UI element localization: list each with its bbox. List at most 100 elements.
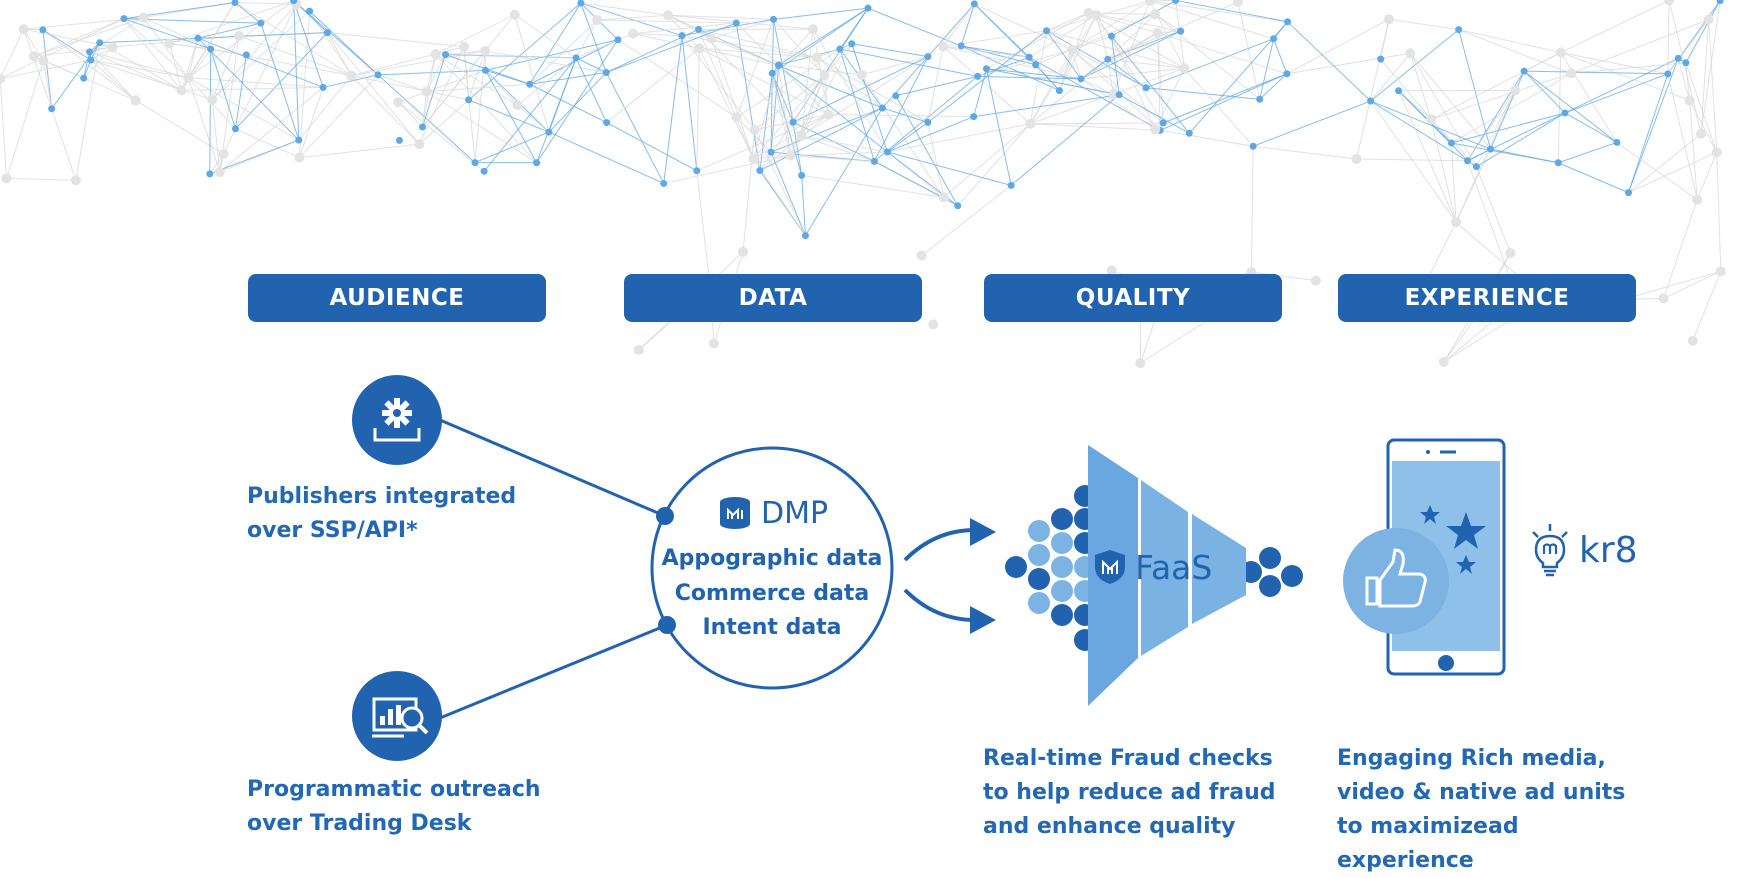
network-link bbox=[1160, 74, 1287, 131]
network-link bbox=[1155, 129, 1253, 146]
network-node bbox=[1145, 0, 1155, 6]
network-node bbox=[1160, 120, 1167, 127]
network-node bbox=[295, 137, 302, 144]
network-node bbox=[176, 85, 186, 95]
experience-caption: Engaging Rich media, video & native ad u… bbox=[1337, 742, 1625, 878]
network-node bbox=[1186, 130, 1193, 137]
network-node bbox=[419, 123, 426, 130]
network-node bbox=[482, 67, 489, 74]
curved-arrows bbox=[905, 518, 996, 634]
network-node bbox=[1108, 33, 1115, 40]
network-link bbox=[772, 19, 773, 73]
network-node bbox=[857, 70, 867, 80]
network-node bbox=[924, 53, 931, 60]
network-node bbox=[1692, 195, 1702, 205]
network-node bbox=[983, 65, 990, 72]
network-node bbox=[695, 26, 702, 33]
network-link bbox=[1669, 0, 1701, 133]
network-node bbox=[414, 139, 424, 149]
network-link bbox=[581, 3, 668, 15]
network-node bbox=[1377, 56, 1384, 63]
network-link bbox=[1558, 142, 1617, 162]
network-node bbox=[1685, 95, 1695, 105]
funnel-dot bbox=[1051, 604, 1073, 626]
network-node bbox=[1043, 27, 1050, 34]
network-link bbox=[1663, 271, 1720, 298]
network-node bbox=[1008, 182, 1015, 189]
network-link bbox=[188, 78, 299, 140]
network-node bbox=[1135, 358, 1145, 368]
network-link bbox=[576, 58, 607, 123]
network-node bbox=[917, 251, 927, 261]
kr8-logo-text: kr8 bbox=[1579, 530, 1638, 571]
network-link bbox=[210, 49, 211, 174]
programmatic-line1: Programmatic outreach bbox=[247, 773, 541, 807]
network-link bbox=[828, 114, 973, 116]
network-node bbox=[634, 345, 644, 355]
network-node bbox=[1451, 217, 1461, 227]
network-node bbox=[756, 167, 763, 174]
network-link bbox=[986, 69, 1011, 186]
quality-line3: and enhance quality bbox=[983, 810, 1276, 844]
network-link bbox=[423, 15, 515, 127]
network-link bbox=[1389, 19, 1459, 29]
network-node bbox=[375, 71, 382, 78]
network-node bbox=[1510, 85, 1520, 95]
network-link bbox=[755, 130, 806, 236]
network-node bbox=[1658, 293, 1668, 303]
network-link bbox=[1565, 74, 1668, 113]
network-link bbox=[327, 33, 464, 47]
network-link bbox=[790, 75, 824, 155]
network-node bbox=[1025, 119, 1035, 129]
network-node bbox=[1555, 159, 1562, 166]
experience-line3: to maximizead bbox=[1337, 810, 1625, 844]
database-icon bbox=[717, 495, 753, 531]
network-node bbox=[234, 31, 244, 41]
network-link bbox=[1108, 2, 1238, 59]
network-link bbox=[852, 44, 928, 57]
network-link bbox=[737, 19, 774, 117]
network-link bbox=[52, 109, 76, 181]
network-link bbox=[944, 124, 1031, 198]
network-node bbox=[1084, 8, 1094, 18]
network-node bbox=[1384, 14, 1394, 24]
phone-illustration bbox=[1343, 440, 1504, 674]
network-link bbox=[1381, 59, 1431, 119]
network-link bbox=[862, 75, 944, 197]
network-node bbox=[1395, 87, 1402, 94]
network-node bbox=[1150, 9, 1160, 19]
funnel-dot bbox=[1051, 580, 1073, 602]
network-node bbox=[1712, 147, 1722, 157]
network-node bbox=[165, 38, 175, 48]
network-node bbox=[421, 87, 431, 97]
network-node bbox=[1032, 61, 1039, 68]
network-node bbox=[768, 149, 775, 156]
network-node bbox=[1487, 146, 1494, 153]
network-node bbox=[1505, 248, 1515, 258]
network-node bbox=[1270, 35, 1277, 42]
network-link bbox=[1561, 0, 1669, 52]
network-link bbox=[91, 60, 136, 100]
connector-programmatic bbox=[440, 625, 667, 718]
network-link bbox=[1253, 146, 1356, 159]
network-link bbox=[1047, 13, 1089, 31]
network-link bbox=[1251, 146, 1253, 272]
network-link bbox=[1565, 113, 1617, 142]
network-node bbox=[924, 119, 931, 126]
funnel-dot bbox=[1051, 556, 1073, 578]
network-node bbox=[1177, 28, 1184, 35]
network-node bbox=[1566, 68, 1576, 78]
network-node bbox=[431, 49, 441, 59]
network-link bbox=[1030, 124, 1160, 131]
network-link bbox=[7, 178, 76, 180]
publishers-caption: Publishers integrated over SSP/API* bbox=[247, 480, 516, 548]
network-node bbox=[748, 154, 758, 164]
network-link bbox=[943, 4, 974, 46]
network-node bbox=[1521, 68, 1528, 75]
network-link bbox=[1371, 53, 1411, 101]
network-link bbox=[144, 18, 189, 78]
network-node bbox=[1056, 87, 1063, 94]
network-link bbox=[1112, 0, 1176, 36]
publishers-line1: Publishers integrated bbox=[247, 480, 516, 514]
network-node bbox=[1405, 48, 1415, 58]
